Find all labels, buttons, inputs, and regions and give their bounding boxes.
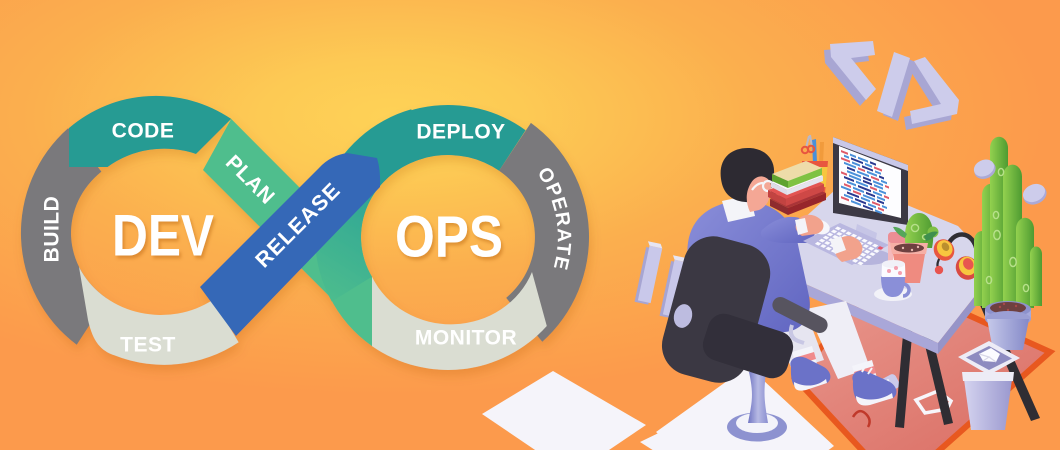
svg-text:BUILD: BUILD xyxy=(41,196,64,263)
svg-text:MONITOR: MONITOR xyxy=(415,327,517,350)
svg-text:OPS: OPS xyxy=(395,205,503,270)
svg-text:TEST: TEST xyxy=(120,334,176,357)
svg-text:DEPLOY: DEPLOY xyxy=(416,121,505,144)
svg-text:CODE: CODE xyxy=(112,120,175,143)
svg-text:DEV: DEV xyxy=(112,204,214,269)
